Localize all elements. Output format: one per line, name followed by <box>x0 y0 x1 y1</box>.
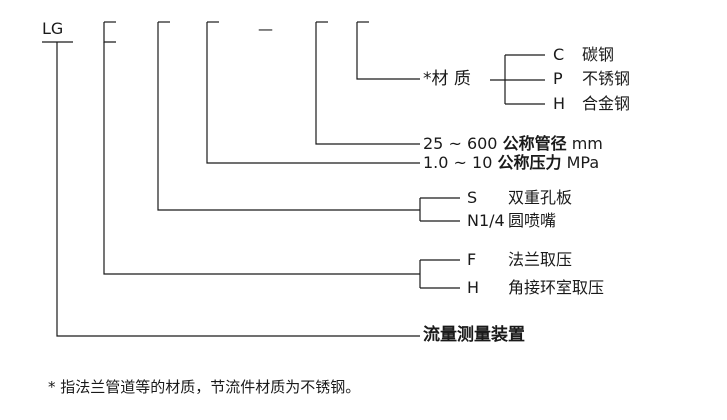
diameter-leader <box>315 42 420 145</box>
tapping-code-h: H <box>467 278 480 297</box>
material-name-p: 不锈钢 <box>582 69 631 88</box>
tapping-code-f: F <box>467 250 477 269</box>
diameter-label: 公称管径 <box>502 134 567 153</box>
material-name-c: 碳钢 <box>582 45 615 64</box>
type-name-s: 双重孔板 <box>508 188 573 207</box>
material-code-h: H <box>553 94 566 113</box>
material-name-h: 合金钢 <box>582 94 631 113</box>
pressure-range: 1.0 ~ 10 <box>423 153 493 172</box>
pressure-row: 1.0 ~ 10 公称压力 MPa <box>423 155 599 171</box>
type-code-s: S <box>467 188 478 207</box>
code-prefix: LG <box>42 19 64 38</box>
pressure-unit: MPa <box>566 153 600 172</box>
material-code-c: C <box>553 45 565 64</box>
diameter-unit: mm <box>571 134 603 153</box>
tapping-name-h: 角接环室取压 <box>508 278 605 297</box>
material-label: *材 质 <box>423 69 471 89</box>
type-leader <box>157 42 420 211</box>
device-label: 流量测量装置 <box>423 325 525 345</box>
pressure-label: 公称压力 <box>497 153 562 172</box>
diameter-range: 25 ~ 600 <box>423 134 498 153</box>
tapping-leader <box>103 42 420 275</box>
diameter-row: 25 ~ 600 公称管径 mm <box>423 136 603 152</box>
tapping-name-f: 法兰取压 <box>508 250 573 269</box>
material-code-p: P <box>553 69 563 88</box>
type-code-n: N1/4 <box>467 211 505 230</box>
device-leader <box>56 42 420 337</box>
footnote: * 指法兰管道等的材质，节流件材质为不锈钢。 <box>48 378 361 396</box>
type-name-n: 圆喷嘴 <box>508 211 557 230</box>
code-dash: — <box>258 20 273 38</box>
pressure-leader <box>206 42 420 164</box>
material-leader <box>356 42 420 80</box>
